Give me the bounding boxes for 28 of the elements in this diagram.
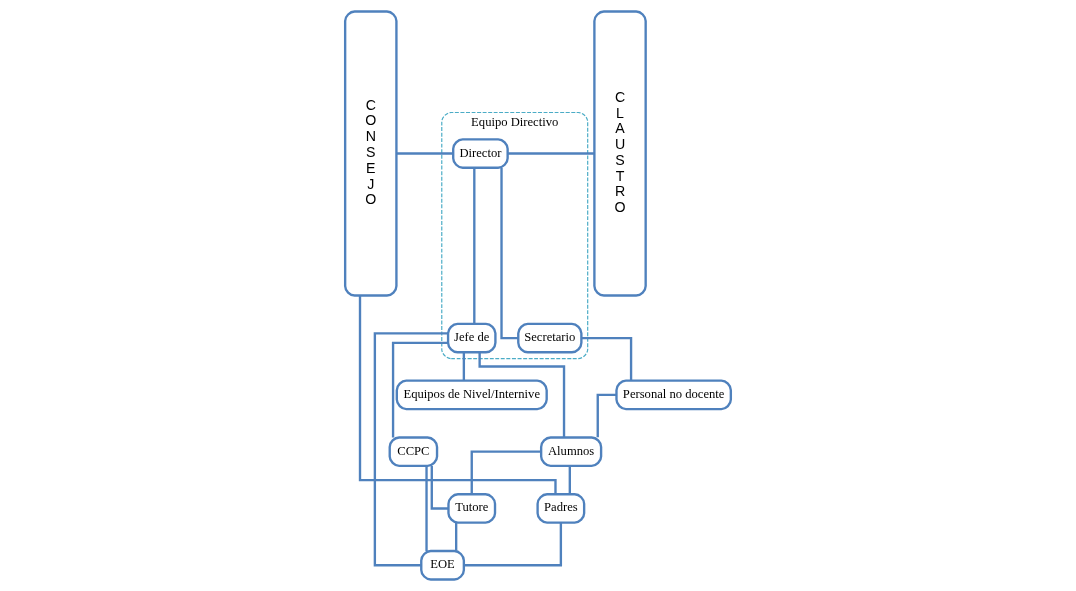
connector <box>596 393 617 438</box>
connector <box>478 352 566 438</box>
node-box: CCPC <box>388 436 439 468</box>
connector <box>373 332 449 567</box>
connector <box>473 168 476 324</box>
connector <box>455 522 458 551</box>
connector <box>462 352 466 381</box>
node-box: Personal no docente <box>615 379 733 411</box>
connector <box>391 341 448 438</box>
node-box: Equipos de Nivel/Internive <box>395 379 548 411</box>
node-box: EOE <box>420 549 466 581</box>
connector <box>507 152 595 155</box>
node-box: Tutore <box>447 493 497 524</box>
connector <box>425 466 428 551</box>
connector <box>430 466 449 510</box>
node-box: Secretario <box>517 322 583 354</box>
node-box: Director <box>452 138 509 169</box>
connector <box>396 152 453 155</box>
node-box: Alumnos <box>539 436 603 468</box>
connector <box>470 450 542 495</box>
connector <box>464 522 563 567</box>
node-box: Padres <box>536 493 586 524</box>
connector <box>581 336 633 381</box>
connector <box>568 466 571 494</box>
connector <box>358 295 557 494</box>
node-box: CONSEJO <box>343 10 398 297</box>
node-box: CLAUSTRO <box>593 10 647 297</box>
node-box: Jefe de <box>446 322 497 354</box>
